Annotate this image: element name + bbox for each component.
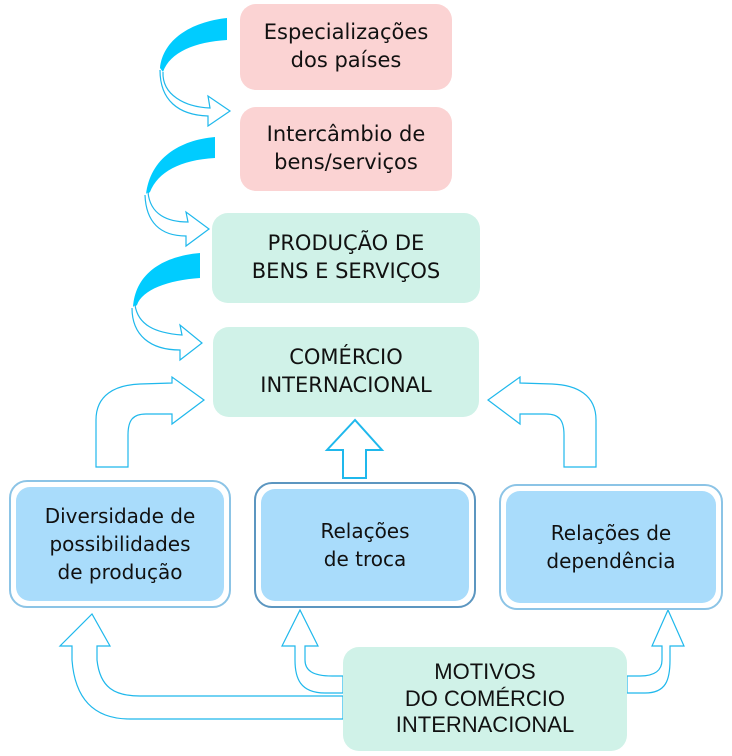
- node-producao: PRODUÇÃO DE BENS E SERVIÇOS: [212, 213, 480, 303]
- curved-arrow-producao-to-comercio: [131, 253, 203, 362]
- node-troca-label: Relações de troca: [320, 519, 410, 571]
- node-comercio: COMÉRCIO INTERNACIONAL: [213, 327, 479, 417]
- node-producao-label: PRODUÇÃO DE BENS E SERVIÇOS: [251, 231, 441, 283]
- node-troca: Relações de troca: [254, 482, 476, 608]
- bent-arrow-diversidade-to-comercio: [95, 375, 206, 468]
- node-dependencia: Relações de dependência: [499, 484, 723, 610]
- node-dependencia-label: Relações de dependência: [546, 521, 676, 573]
- arrow-motivos-to-troca: [281, 608, 344, 694]
- bent-arrow-dependencia-to-comercio: [486, 375, 597, 468]
- node-especializacoes: Especializações dos países: [240, 4, 452, 90]
- up-arrow-troca-to-comercio: [324, 418, 385, 479]
- curved-arrow-especializacoes-to-intercambio: [159, 18, 232, 128]
- node-diversidade: Diversidade de possibilidades de produçã…: [9, 480, 231, 608]
- node-intercambio-label: Intercâmbio de bens/serviços: [266, 122, 426, 174]
- node-motivos: MOTIVOS DO COMÉRCIO INTERNACIONAL: [343, 647, 627, 751]
- arrow-motivos-to-dependencia: [626, 608, 685, 694]
- node-diversidade-label: Diversidade de possibilidades de produçã…: [44, 504, 196, 584]
- node-comercio-label: COMÉRCIO INTERNACIONAL: [260, 345, 432, 397]
- curved-arrow-intercambio-to-producao: [144, 137, 215, 248]
- arrow-motivos-to-diversidade: [58, 613, 344, 720]
- node-intercambio: Intercâmbio de bens/serviços: [240, 107, 452, 191]
- node-motivos-label: MOTIVOS DO COMÉRCIO INTERNACIONAL: [395, 658, 575, 738]
- node-especializacoes-label: Especializações dos países: [263, 20, 429, 72]
